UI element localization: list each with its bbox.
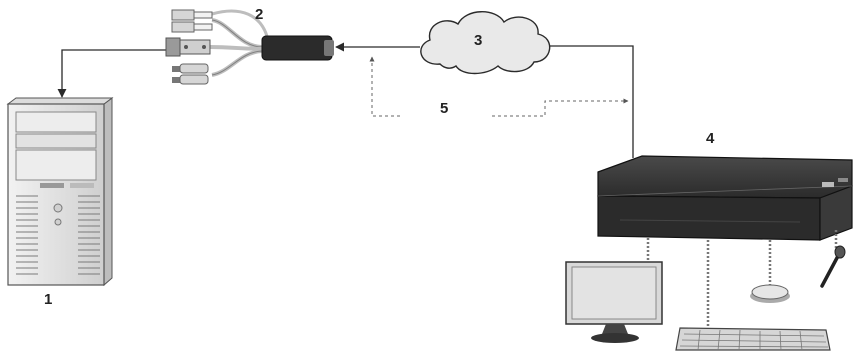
kvm-switch-icon bbox=[597, 155, 853, 241]
optional-dashed-link-left bbox=[369, 56, 400, 117]
monitor-icon bbox=[565, 261, 663, 343]
network-cloud-icon bbox=[420, 11, 551, 75]
microphone-icon bbox=[820, 245, 846, 288]
kvm-adapter-icon bbox=[165, 9, 334, 85]
computer-tower-icon bbox=[6, 97, 114, 287]
optional-dashed-link-right bbox=[492, 98, 629, 117]
switch-to-network-line bbox=[548, 45, 634, 158]
adapter-to-computer-line bbox=[57, 49, 170, 98]
callout-computer: 1 bbox=[44, 291, 53, 308]
callout-network: 3 bbox=[474, 32, 483, 49]
mouse-icon bbox=[750, 284, 790, 303]
callout-optional-link: 5 bbox=[440, 100, 449, 117]
callout-kvm-adapter: 2 bbox=[255, 6, 264, 23]
callout-kvm-switch: 4 bbox=[706, 130, 715, 147]
keyboard-icon bbox=[675, 327, 831, 351]
